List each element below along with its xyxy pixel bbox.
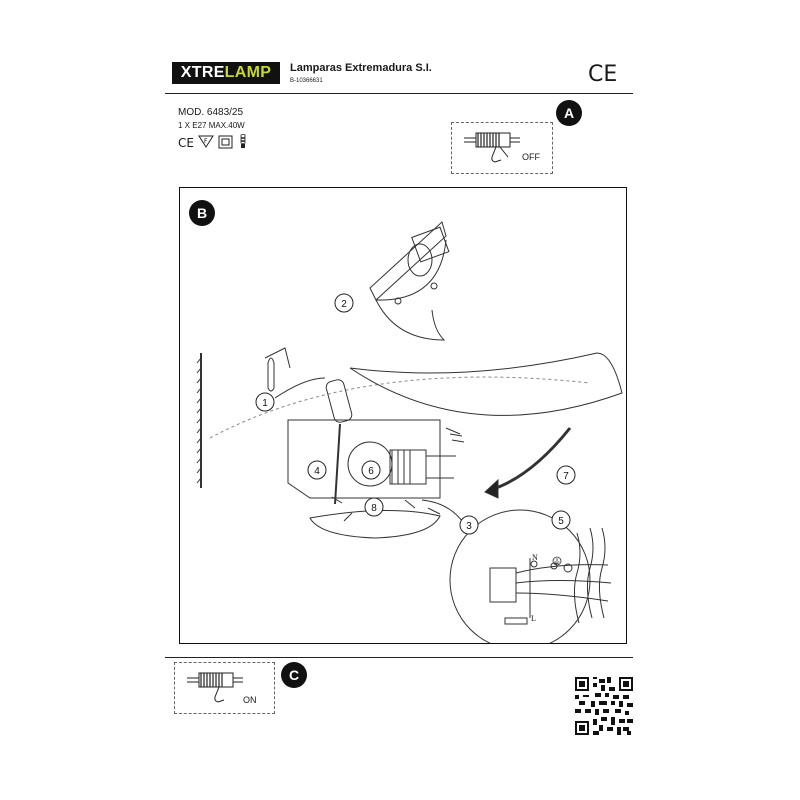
lamp-spec: 1 X E27 MAX.40W: [178, 121, 245, 130]
wire-label-n: N: [532, 553, 538, 562]
header-divider: [165, 93, 633, 94]
svg-text:F: F: [204, 138, 208, 145]
step-badge-b: B: [189, 200, 215, 226]
wire-label-l: L: [531, 614, 536, 623]
connector-pin: [267, 357, 275, 392]
callout-circle-1: [255, 392, 275, 412]
bulb-holder: [389, 449, 427, 485]
screwdriver: [325, 379, 353, 505]
switch-off-label: OFF: [522, 152, 540, 162]
cable-set: [573, 527, 606, 624]
mounting-plate: [287, 419, 441, 499]
double-insulation-icon: [218, 135, 233, 149]
rotate-arrow: [489, 427, 572, 492]
glass-shade: [349, 352, 623, 416]
callout-circle-6: [361, 460, 381, 480]
company-name: Lamparas Extremadura S.I.: [290, 62, 432, 74]
step-badge-c: C: [281, 662, 307, 688]
switch-on-label: ON: [243, 695, 257, 705]
certification-marks: CE F: [178, 134, 248, 151]
qr-code: [575, 677, 633, 735]
callout-1: 1: [262, 398, 268, 409]
callout-circle-3: [459, 515, 479, 535]
callout-circle-7: [556, 465, 576, 485]
callout-circle-5: [551, 510, 571, 530]
callout-4: 4: [314, 466, 320, 477]
step-badge-a: A: [556, 100, 582, 126]
callout-7: 7: [563, 471, 569, 482]
f-triangle-icon: F: [198, 135, 215, 148]
callout-circle-4: [307, 460, 327, 480]
callout-6: 6: [368, 466, 374, 477]
callout-2: 2: [341, 299, 347, 310]
terminal-detail: [449, 509, 612, 643]
energy-bulb-icon: [240, 134, 246, 148]
xtrelamp-logo: XTRELAMP: [172, 62, 280, 84]
ce-mark: CE: [588, 62, 618, 87]
ground-icon: [552, 556, 562, 566]
callout-3: 3: [466, 521, 472, 532]
step-b-frame: [179, 187, 627, 644]
callout-circle-2: [334, 293, 354, 313]
switch-on-icon: [187, 672, 243, 703]
switch-on-panel: ON: [174, 662, 275, 714]
callout-circle-8: [364, 497, 384, 517]
switch-off-panel: OFF: [451, 122, 553, 174]
company-cif: B-10366631: [290, 78, 323, 84]
model-number: MOD. 6483/25: [178, 107, 244, 118]
footer-divider: [165, 657, 633, 658]
ce-small-mark: CE: [178, 136, 194, 150]
callout-8: 8: [371, 503, 377, 514]
callout-5: 5: [558, 516, 564, 527]
switch-off-icon: [464, 132, 520, 163]
wall-bracket: [369, 221, 450, 341]
leader-line: [274, 377, 326, 399]
installation-diagram: 1 2 3 4 5 6 7 8 N L: [196, 221, 623, 643]
